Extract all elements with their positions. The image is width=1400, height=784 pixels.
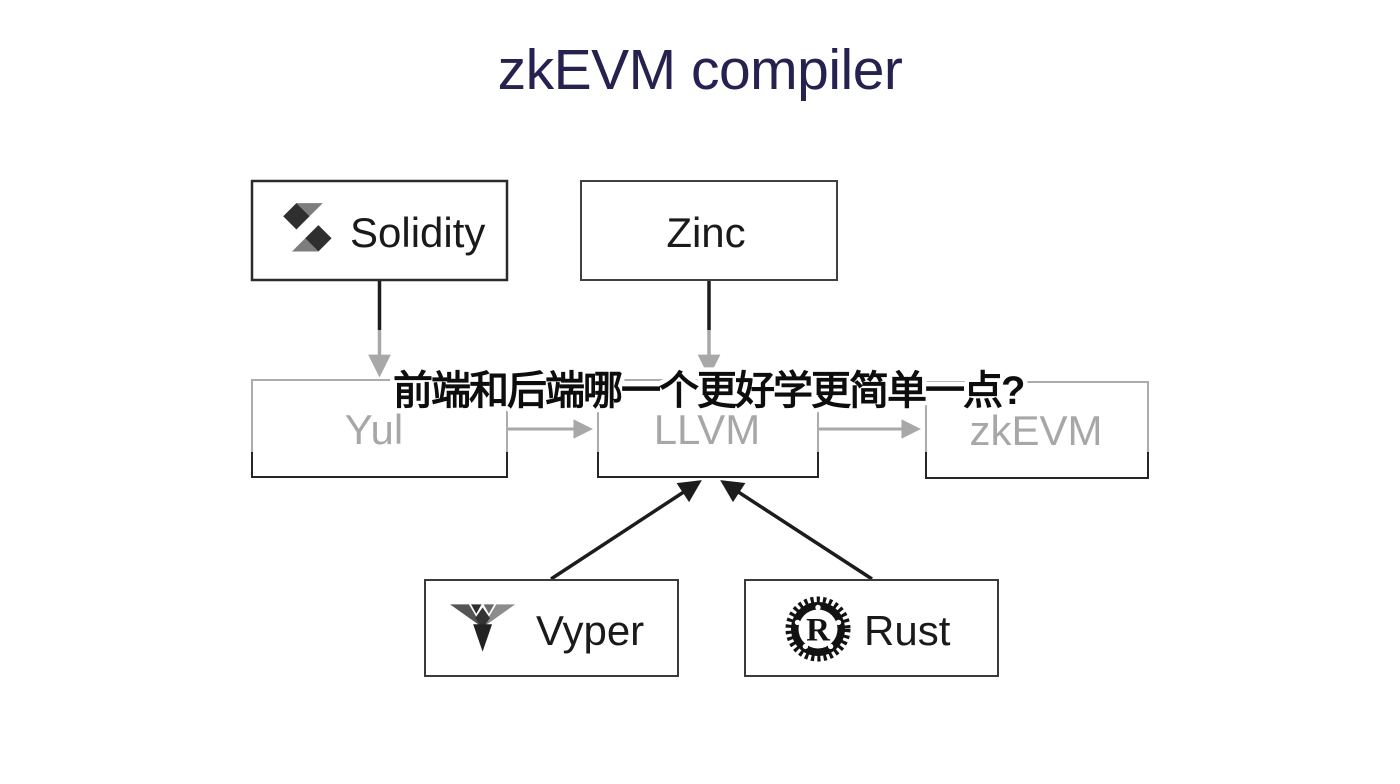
node-vyper-label: Vyper [536, 607, 644, 654]
node-zinc-label: Zinc [666, 209, 745, 256]
solidity-logo-icon [283, 203, 332, 252]
node-rust-box [744, 579, 999, 677]
rust-gear-logo-icon: R [785, 596, 851, 662]
fade-overlay-band [0, 330, 1400, 452]
edge-vyper-to-llvm [550, 480, 702, 581]
rust-logo-letter: R [806, 613, 831, 649]
node-zinc-box [580, 180, 838, 281]
watermark-text: 前端和后端哪一个更好学更简单一点? [393, 369, 1024, 413]
node-solidity-box [250, 179, 509, 282]
edge-rust-to-llvm [720, 480, 873, 581]
page-title: zkEVM compiler [498, 38, 903, 102]
node-solidity-label: Solidity [350, 209, 485, 256]
node-rust-label: Rust [864, 607, 951, 654]
node-vyper-box [424, 579, 679, 677]
